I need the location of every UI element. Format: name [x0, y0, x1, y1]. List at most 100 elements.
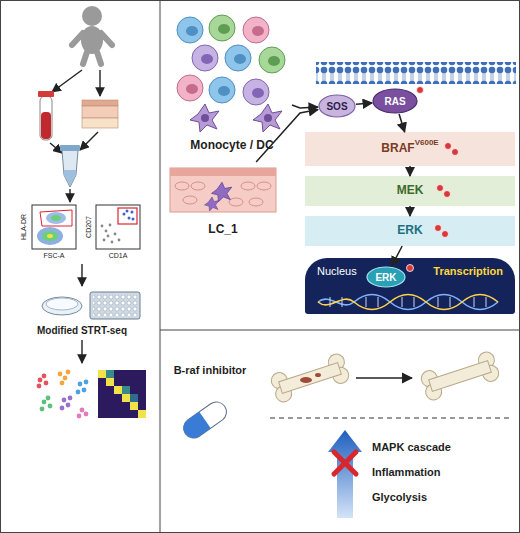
signal-arrow [392, 246, 402, 266]
flow-plot [101, 225, 104, 228]
infant-silhouette [83, 52, 87, 64]
nucleus-band: NucleusTranscriptionERK [305, 258, 515, 314]
skin-sample [82, 106, 118, 118]
node-subtext: Transcription [433, 265, 503, 277]
monocyte-cells [252, 88, 264, 98]
phosphate-dot [442, 231, 449, 238]
tsne-plot [84, 412, 89, 417]
signal-arrow [399, 114, 405, 132]
skin-tissue [205, 197, 220, 211]
axis-label: CD1A [109, 252, 128, 260]
tsne-plot [82, 388, 87, 393]
monocyte-cells [186, 26, 198, 36]
drug-label: B-raf inhibitor [174, 364, 247, 376]
node-text: ERK [397, 224, 422, 237]
phosphate-dot [407, 87, 459, 272]
kinase-band: MEK [305, 176, 515, 206]
flow-plot [47, 234, 53, 238]
monocyte-cells [268, 56, 280, 66]
monocyte-cells [234, 54, 246, 64]
monocyte-cells [209, 15, 235, 41]
tsne-plot [76, 390, 81, 395]
kinase-band: ERK [305, 216, 515, 246]
flow-plot [42, 231, 58, 241]
tsne-plot [42, 400, 47, 405]
phosphate-dot [444, 191, 451, 198]
petri-dish [42, 297, 82, 315]
dna-helix [486, 297, 487, 307]
flow-arrow [99, 70, 100, 96]
axis-label: HLA-DR [20, 214, 28, 240]
flow-plot [118, 208, 137, 224]
cell-membrane [316, 62, 516, 84]
flow-plot [96, 205, 140, 249]
inhibitor-pill [180, 398, 231, 442]
block-cross [334, 452, 356, 474]
ras-protein: RAS [372, 88, 418, 114]
infant-silhouette [72, 33, 83, 45]
monocyte-cells [252, 26, 264, 36]
monocyte-cells [177, 17, 203, 43]
node-text: Monocyte / DC [190, 139, 273, 152]
node-text: Nucleus [317, 265, 357, 277]
sos-protein-outline [319, 95, 355, 117]
skin-tissue [249, 198, 263, 206]
dna-helix [330, 297, 331, 307]
dna-helix [474, 297, 475, 307]
bone [315, 373, 321, 377]
tsne-plot [80, 408, 85, 413]
erk-protein-outline [367, 267, 405, 287]
tsne-plot [77, 414, 82, 419]
flow-arrow [69, 189, 70, 202]
skin-layer: LC_1 [166, 162, 280, 236]
monocyte-cells [201, 114, 209, 122]
skin-sample [82, 118, 118, 128]
skin-tissue [170, 168, 276, 212]
increase-arrow [328, 430, 362, 518]
tsne-plot [68, 396, 73, 401]
flow-arrow [80, 132, 98, 150]
flow-plot [105, 230, 108, 233]
node-text: LC_1 [208, 223, 237, 236]
flow-plot [126, 210, 129, 213]
dna-helix [378, 297, 379, 307]
tsne-plot [66, 403, 71, 408]
flow-plot [103, 239, 106, 242]
kinase-band: BRAFV600E [305, 132, 515, 166]
heatmap [122, 394, 130, 402]
ras-protein-outline [373, 89, 417, 113]
infant-silhouette [101, 33, 112, 45]
cell-membrane [316, 62, 516, 84]
skin-tissue [170, 168, 276, 212]
panel-frame [160, 0, 161, 533]
monocyte-cells [225, 45, 251, 71]
skin-tissue [257, 182, 271, 190]
infant-silhouette [72, 6, 112, 64]
signal-arrow [409, 206, 411, 216]
node-text: SOS [326, 101, 347, 112]
petri-dish [46, 298, 78, 310]
dna-helix [366, 297, 367, 307]
heatmap [114, 386, 122, 394]
node-subtext: V600E [415, 139, 439, 148]
blood-tube [38, 91, 54, 97]
skin-tissue [191, 182, 205, 190]
well-plate [90, 292, 140, 319]
flow-plot [96, 205, 140, 249]
dashed-divider [270, 418, 510, 419]
signal-arrow [356, 103, 372, 104]
heatmap [106, 370, 114, 378]
well-plate [90, 292, 140, 319]
blood-tube [38, 91, 54, 140]
tsne-plot [48, 404, 53, 409]
tsne-plot [42, 374, 47, 379]
blood-tube [41, 112, 51, 139]
petri-dish [42, 297, 82, 315]
block-cross [334, 452, 356, 474]
monocyte-cells [201, 54, 213, 64]
heatmap [98, 370, 146, 418]
heatmap [98, 370, 106, 378]
tsne-plot [38, 378, 43, 383]
blood-tube [40, 96, 52, 140]
flow-plot [128, 217, 131, 220]
